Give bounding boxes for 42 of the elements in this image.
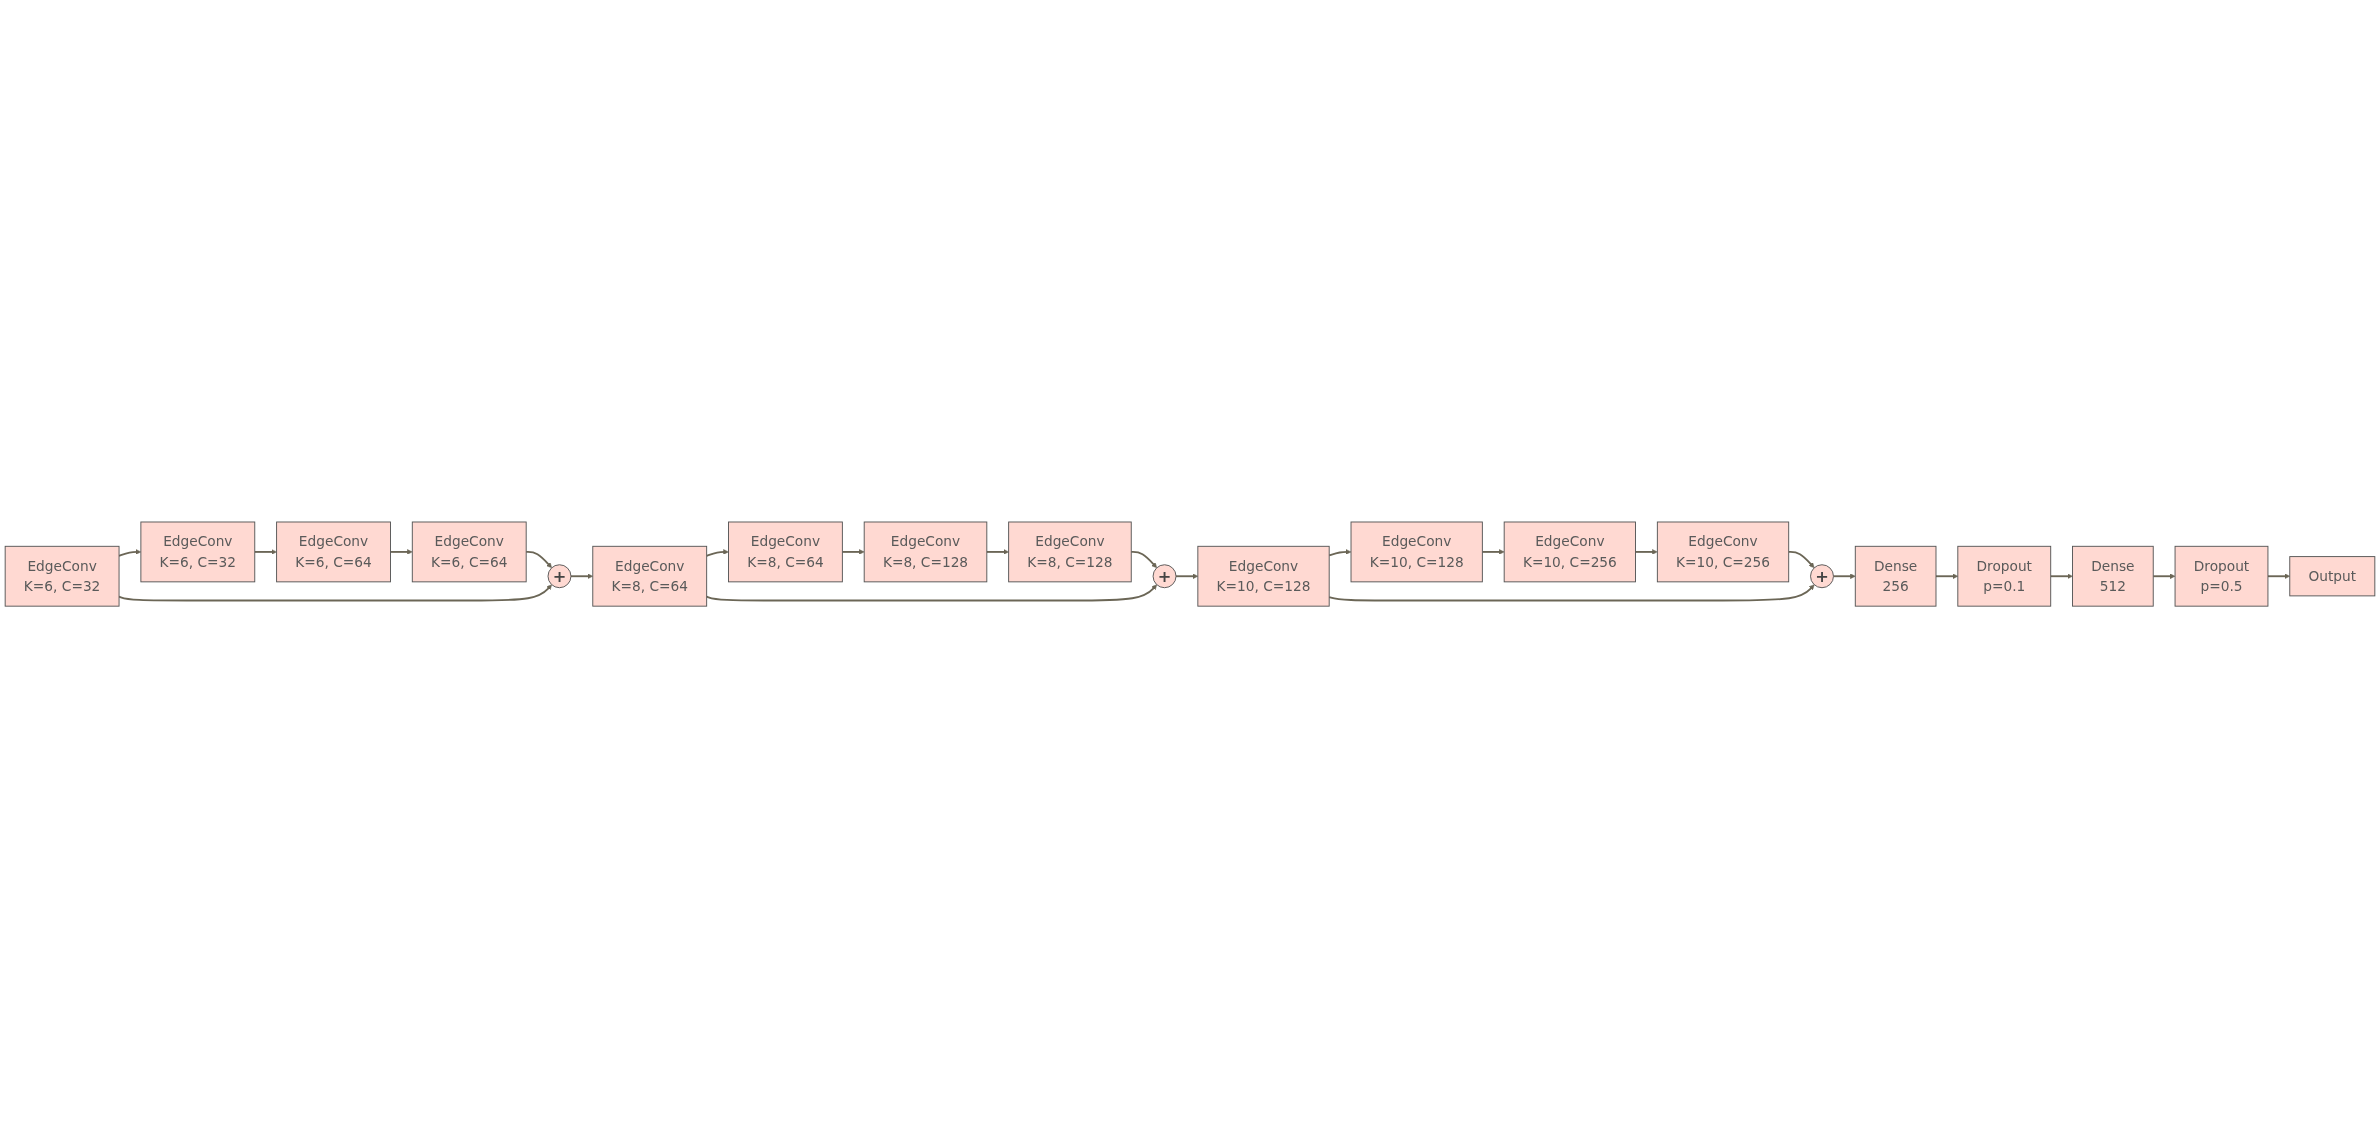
- node-box: Dropout p=0.1: [1957, 545, 2052, 607]
- arrow: [841, 549, 865, 555]
- arrow: [525, 550, 552, 568]
- arrow: [253, 549, 277, 555]
- node-box: EdgeConv K=8, C=128: [1008, 521, 1132, 583]
- node-box: Output: [2289, 556, 2376, 597]
- arrow: [1175, 573, 1199, 579]
- node-box: EdgeConv K=8, C=64: [592, 545, 708, 607]
- node-box: EdgeConv K=6, C=64: [276, 521, 391, 583]
- node-circle: +: [1810, 564, 1834, 589]
- arrow: [118, 549, 142, 557]
- arrow: [985, 549, 1009, 555]
- arrow: [705, 549, 729, 557]
- node-circle: +: [547, 564, 572, 589]
- node-box: EdgeConv K=8, C=128: [863, 521, 988, 583]
- node-box: EdgeConv K=10, C=256: [1503, 521, 1636, 583]
- arrow: [1481, 549, 1505, 555]
- node-box: EdgeConv K=10, C=128: [1197, 545, 1330, 607]
- node-box: EdgeConv K=8, C=64: [728, 521, 843, 583]
- arrow: [1634, 549, 1658, 555]
- arrow: [570, 573, 593, 579]
- arrow: [1130, 550, 1158, 568]
- node-box: EdgeConv K=6, C=32: [4, 545, 120, 607]
- node-circle: +: [1152, 564, 1177, 589]
- arrow: [705, 584, 1158, 602]
- node-box: EdgeConv K=6, C=32: [140, 521, 256, 583]
- arrow: [1832, 573, 1856, 579]
- arrow: [118, 584, 552, 602]
- arrow: [2267, 573, 2290, 579]
- node-box: EdgeConv K=6, C=64: [411, 521, 527, 583]
- node-box: Dense 256: [1854, 545, 1937, 607]
- node-box: EdgeConv K=10, C=256: [1656, 521, 1790, 583]
- arrow: [2049, 573, 2073, 579]
- node-box: EdgeConv K=10, C=128: [1350, 521, 1483, 583]
- node-box: Dropout p=0.5: [2174, 545, 2269, 607]
- arrow: [1935, 573, 1959, 579]
- node-box: Dense 512: [2072, 545, 2154, 607]
- arrow: [1328, 549, 1352, 557]
- arrow: [1328, 584, 1815, 602]
- arrow: [2152, 573, 2176, 579]
- arrow: [389, 549, 413, 555]
- arrow: [1787, 550, 1815, 568]
